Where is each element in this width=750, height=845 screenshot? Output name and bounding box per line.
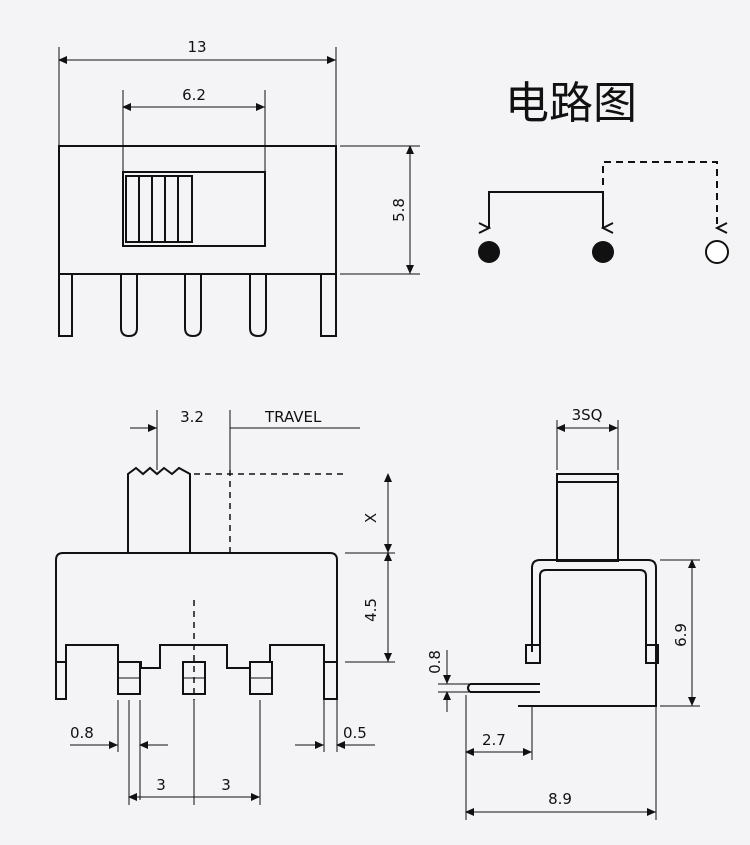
switch-body-outline	[58, 145, 337, 275]
switch-body-side	[518, 559, 657, 707]
alternate-contact-dashed	[602, 161, 717, 228]
dim-pin-length: 2.7	[482, 731, 506, 749]
dim-height: 5.8	[390, 198, 408, 222]
side-view: 3SQ 0.8 6.9 2.7 8.9	[426, 406, 700, 820]
terminal-1-dot	[478, 241, 500, 263]
dim-travel: 3.2	[180, 408, 204, 426]
slider-knob	[125, 175, 193, 243]
front-view: 3.2 TRAVEL X 4.5 0	[55, 408, 395, 805]
dim-body-height: 4.5	[362, 598, 380, 622]
circuit-diagram: 电路图	[478, 78, 729, 264]
travel-label: TRAVEL	[264, 408, 322, 426]
switch-body-front	[55, 552, 338, 699]
dim-pitch-right: 3	[221, 776, 231, 794]
actuator-side	[556, 473, 619, 562]
dim-side-height: 6.9	[672, 623, 690, 647]
terminal-2-dot	[592, 241, 614, 263]
dim-width: 13	[187, 38, 206, 56]
mount-leg-left	[58, 274, 73, 337]
pin-3	[249, 274, 267, 338]
dim-pin-thickness: 0.8	[426, 650, 444, 674]
dim-pin-width: 0.8	[70, 724, 94, 742]
dim-actuator-square: 3SQ	[572, 406, 603, 424]
top-view: 13 6.2 5.8	[58, 38, 420, 338]
pin-2	[184, 274, 202, 338]
dim-slider-window: 6.2	[182, 86, 206, 104]
terminal-3-dot	[705, 240, 729, 264]
dim-depth: 8.9	[548, 790, 572, 808]
mount-leg-right	[320, 274, 337, 337]
dim-pitch-left: 3	[156, 776, 166, 794]
slider-window	[122, 171, 266, 247]
pin-1	[120, 274, 138, 338]
dim-pin-offset: 0.5	[343, 724, 367, 742]
actuator-knob	[127, 466, 191, 553]
common-contact-solid	[489, 191, 603, 228]
circuit-title: 电路图	[505, 78, 637, 129]
lead-side	[467, 683, 540, 693]
dim-actuator-height: X	[362, 513, 380, 523]
